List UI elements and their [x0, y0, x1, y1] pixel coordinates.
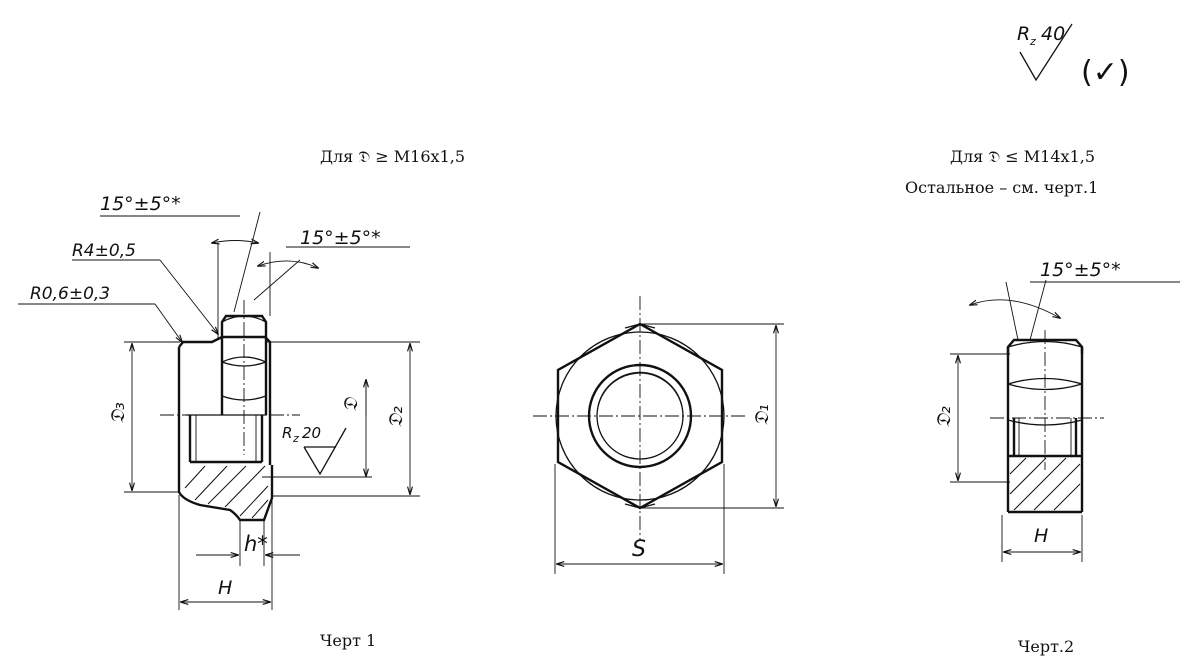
roughness-symbol-main: R z 40 (✓): [1017, 23, 1130, 90]
label-h-star: h*: [244, 532, 268, 556]
note-right: Остальное – см. черт.1: [905, 178, 1098, 197]
roughness-main-check-icon: [1019, 23, 1073, 82]
roughness-main-value: 40: [1041, 23, 1065, 45]
label-d2: 𝔇₂: [385, 406, 407, 428]
caption-fig2: Черт.2: [1018, 637, 1074, 656]
label-d3: 𝔇₃: [107, 402, 129, 424]
label-d1: 𝔇₁: [751, 404, 773, 426]
roughness-main-prefix: R: [1017, 23, 1030, 45]
roughness-main-symbol: (✓): [1081, 55, 1130, 90]
fig2-hatch: [1009, 457, 1081, 511]
label-h-left: H: [218, 577, 232, 599]
roughness-bore-sub: z: [292, 432, 299, 445]
caption-right: Для 𝔇 ≤ M14x1,5: [950, 147, 1095, 166]
fig2-side-view: 15°±5°* 𝔇₂ H: [933, 259, 1180, 562]
label-s: S: [632, 537, 646, 562]
fig1-hatch: [184, 465, 269, 519]
fig1-top-view: 𝔇₁ S: [533, 296, 784, 574]
label-angle-right: 15°±5°*: [1040, 259, 1121, 281]
caption-left: Для 𝔇 ≥ M16x1,5: [320, 147, 465, 166]
fig1-side-view: 15°±5°* 15°±5°* R4±0,5 R0,6±0,3 𝔇₃ 𝔇 𝔇₂ …: [18, 193, 420, 610]
roughness-bore-value: 20: [302, 424, 321, 442]
roughness-bore-prefix: R: [282, 424, 292, 442]
roughness-bore-check-icon: [303, 427, 347, 476]
label-angle-top: 15°±5°*: [100, 193, 181, 215]
label-d: 𝔇: [340, 396, 362, 412]
caption-fig1: Черт 1: [320, 631, 376, 650]
label-radius-large: R4±0,5: [72, 241, 136, 261]
roughness-main-sub: z: [1029, 35, 1036, 48]
label-angle-mid: 15°±5°*: [300, 227, 381, 249]
label-h-right: H: [1034, 525, 1048, 547]
label-radius-small: R0,6±0,3: [30, 284, 110, 304]
label-d2-right: 𝔇₂: [933, 406, 955, 428]
